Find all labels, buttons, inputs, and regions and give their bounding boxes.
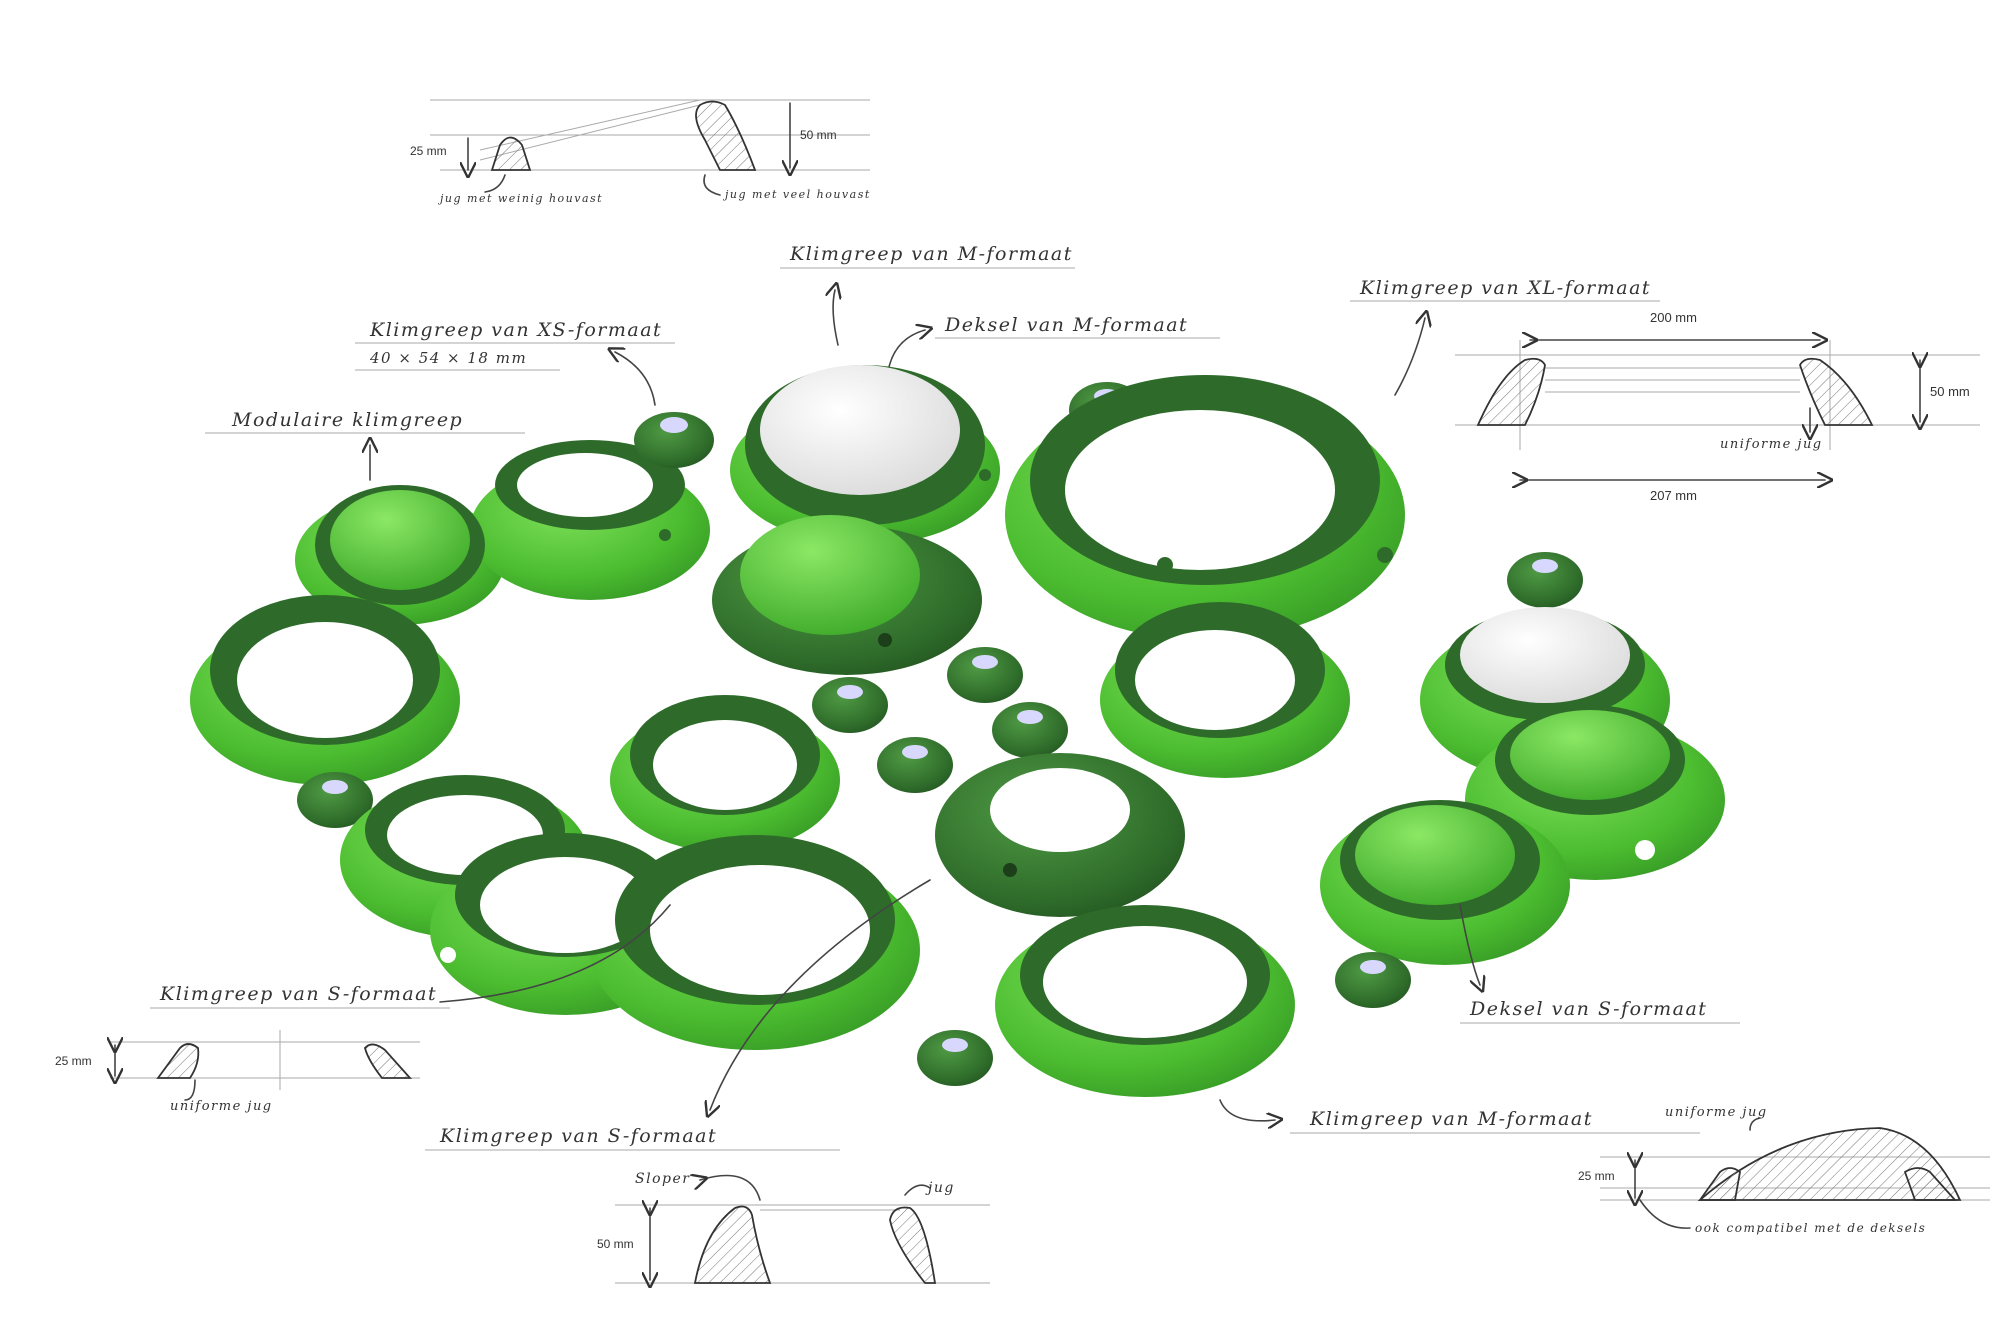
label-s-cover-text: Deksel van S-formaat [1469, 998, 1707, 1020]
sketch-s-bottom-dim: 50 mm [597, 1237, 634, 1251]
sketch-s-bottom-left-note: Sloper [635, 1171, 690, 1187]
modular-hold-right [1320, 607, 1725, 965]
sketch-m-bottom-top-note: uniforme jug [1665, 1105, 1768, 1120]
sketch-top-dim-left: 25 mm [410, 144, 447, 158]
s-ring-hold-left [190, 595, 460, 785]
sketch-m-bottom-bottom-note: ook compatibel met de deksels [1695, 1221, 1926, 1235]
m-dark-hold-with-dome [712, 515, 982, 675]
label-m-bottom: Klimgreep van M-formaat [1219, 1099, 1700, 1134]
label-m-bottom-text: Klimgreep van M-formaat [1309, 1108, 1593, 1130]
label-m-top: Klimgreep van M-formaat [780, 243, 1075, 346]
sketch-s-left-dim: 25 mm [55, 1054, 92, 1068]
m-ring-hold-bottom [995, 905, 1295, 1097]
label-modular-text: Modulaire klimgreep [231, 409, 463, 431]
label-m-cover-text: Deksel van M-formaat [944, 314, 1188, 336]
xs-group-center [812, 647, 1068, 793]
label-xs-text: Klimgreep van XS-formaat [369, 319, 662, 341]
xs-hold-left [297, 772, 373, 828]
label-xs-size: 40 × 54 × 18 mm [369, 349, 527, 367]
m-ring-hold-right [1100, 602, 1350, 778]
label-xl-text: Klimgreep van XL-formaat [1359, 277, 1651, 299]
label-s-bottom: Klimgreep van S-formaat [425, 879, 931, 1151]
sketch-s-bottom: 50 mm Sloper jug [597, 1171, 990, 1283]
sketch-top-note-left: jug met weinig houvast [437, 192, 603, 205]
s-ring-hold-center [610, 695, 840, 852]
modular-hold-bottom [340, 775, 920, 1050]
label-s-left-text: Klimgreep van S-formaat [159, 983, 437, 1005]
sketch-xl-top: 200 mm [1650, 310, 1697, 325]
xs-hold-bottom [917, 952, 1411, 1086]
sketch-m-bottom: 25 mm uniforme jug ook compatibel met de… [1578, 1105, 1990, 1235]
label-modular: Modulaire klimgreep [205, 409, 525, 481]
sketch-s-left-note: uniforme jug [170, 1099, 273, 1114]
sketch-s-left: 25 mm uniforme jug [55, 1030, 420, 1114]
label-m-cover: Deksel van M-formaat [886, 314, 1220, 381]
label-m-top-text: Klimgreep van M-formaat [789, 243, 1073, 265]
label-xl: Klimgreep van XL-formaat [1350, 277, 1660, 396]
xs-hold-3 [1507, 552, 1583, 608]
label-s-bottom-text: Klimgreep van S-formaat [439, 1125, 717, 1147]
sketch-top-dim-right: 50 mm [800, 128, 837, 142]
sketch-xl-note: uniforme jug [1720, 437, 1823, 452]
sketch-s-bottom-right-note: jug [925, 1180, 955, 1196]
m-dark-ring-hold [935, 753, 1185, 917]
label-xs: Klimgreep van XS-formaat 40 × 54 × 18 mm [355, 319, 675, 406]
m-hold-with-cover [730, 365, 1000, 545]
m-cover-dome [760, 365, 960, 495]
modular-hold [295, 440, 710, 625]
xl-hold [1005, 375, 1405, 640]
label-s-cover: Deksel van S-formaat [1459, 904, 1740, 1024]
sketch-xl-bottom: 207 mm [1650, 488, 1697, 503]
xs-hold [634, 412, 714, 468]
label-s-left: Klimgreep van S-formaat [150, 904, 671, 1009]
sketch-xl-right: 50 mm [1930, 384, 1970, 399]
sketch-top-profile: 25 mm 50 mm jug met weinig houvast jug m… [410, 99, 871, 205]
s-cover-dome [330, 490, 470, 590]
sketch-m-bottom-dim: 25 mm [1578, 1169, 1615, 1183]
sketch-top-note-right: jug met veel houvast [722, 188, 871, 201]
sketch-xl-profile: 200 mm 50 mm 207 mm uniforme jug [1455, 310, 1980, 503]
